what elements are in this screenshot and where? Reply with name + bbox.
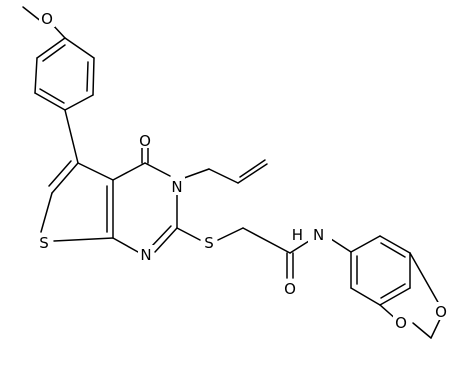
thiophene-sulfur-label: S — [36, 233, 52, 252]
svg-text:N: N — [140, 246, 151, 264]
svg-text:S: S — [204, 234, 214, 252]
thioether-sulfur-label: S — [201, 233, 217, 252]
ring-nitrogen-1-label: N — [138, 245, 154, 264]
methoxy-oxygen-label: O — [39, 9, 55, 28]
svg-text:N: N — [313, 226, 324, 244]
amide-hydrogen-label: H — [292, 226, 303, 244]
amide-oxygen-label: O — [282, 279, 298, 298]
dioxole-oxygen-top-label: O — [433, 302, 449, 321]
svg-text:N: N — [171, 178, 182, 196]
amide-nh-label: N H — [292, 225, 332, 244]
carbonyl-oxygen-label: O — [137, 130, 153, 150]
atom-labels: O O N N S S N H O — [36, 9, 449, 332]
svg-text:O: O — [395, 314, 407, 332]
svg-text:O: O — [139, 132, 151, 150]
dioxole-oxygen-bottom-label: O — [393, 313, 409, 332]
svg-text:O: O — [41, 10, 53, 28]
ring-nitrogen-3-label: N — [169, 177, 185, 196]
svg-text:O: O — [284, 280, 296, 298]
bond-lines — [22, 6, 443, 339]
svg-text:O: O — [435, 303, 447, 321]
svg-text:S: S — [39, 234, 49, 252]
